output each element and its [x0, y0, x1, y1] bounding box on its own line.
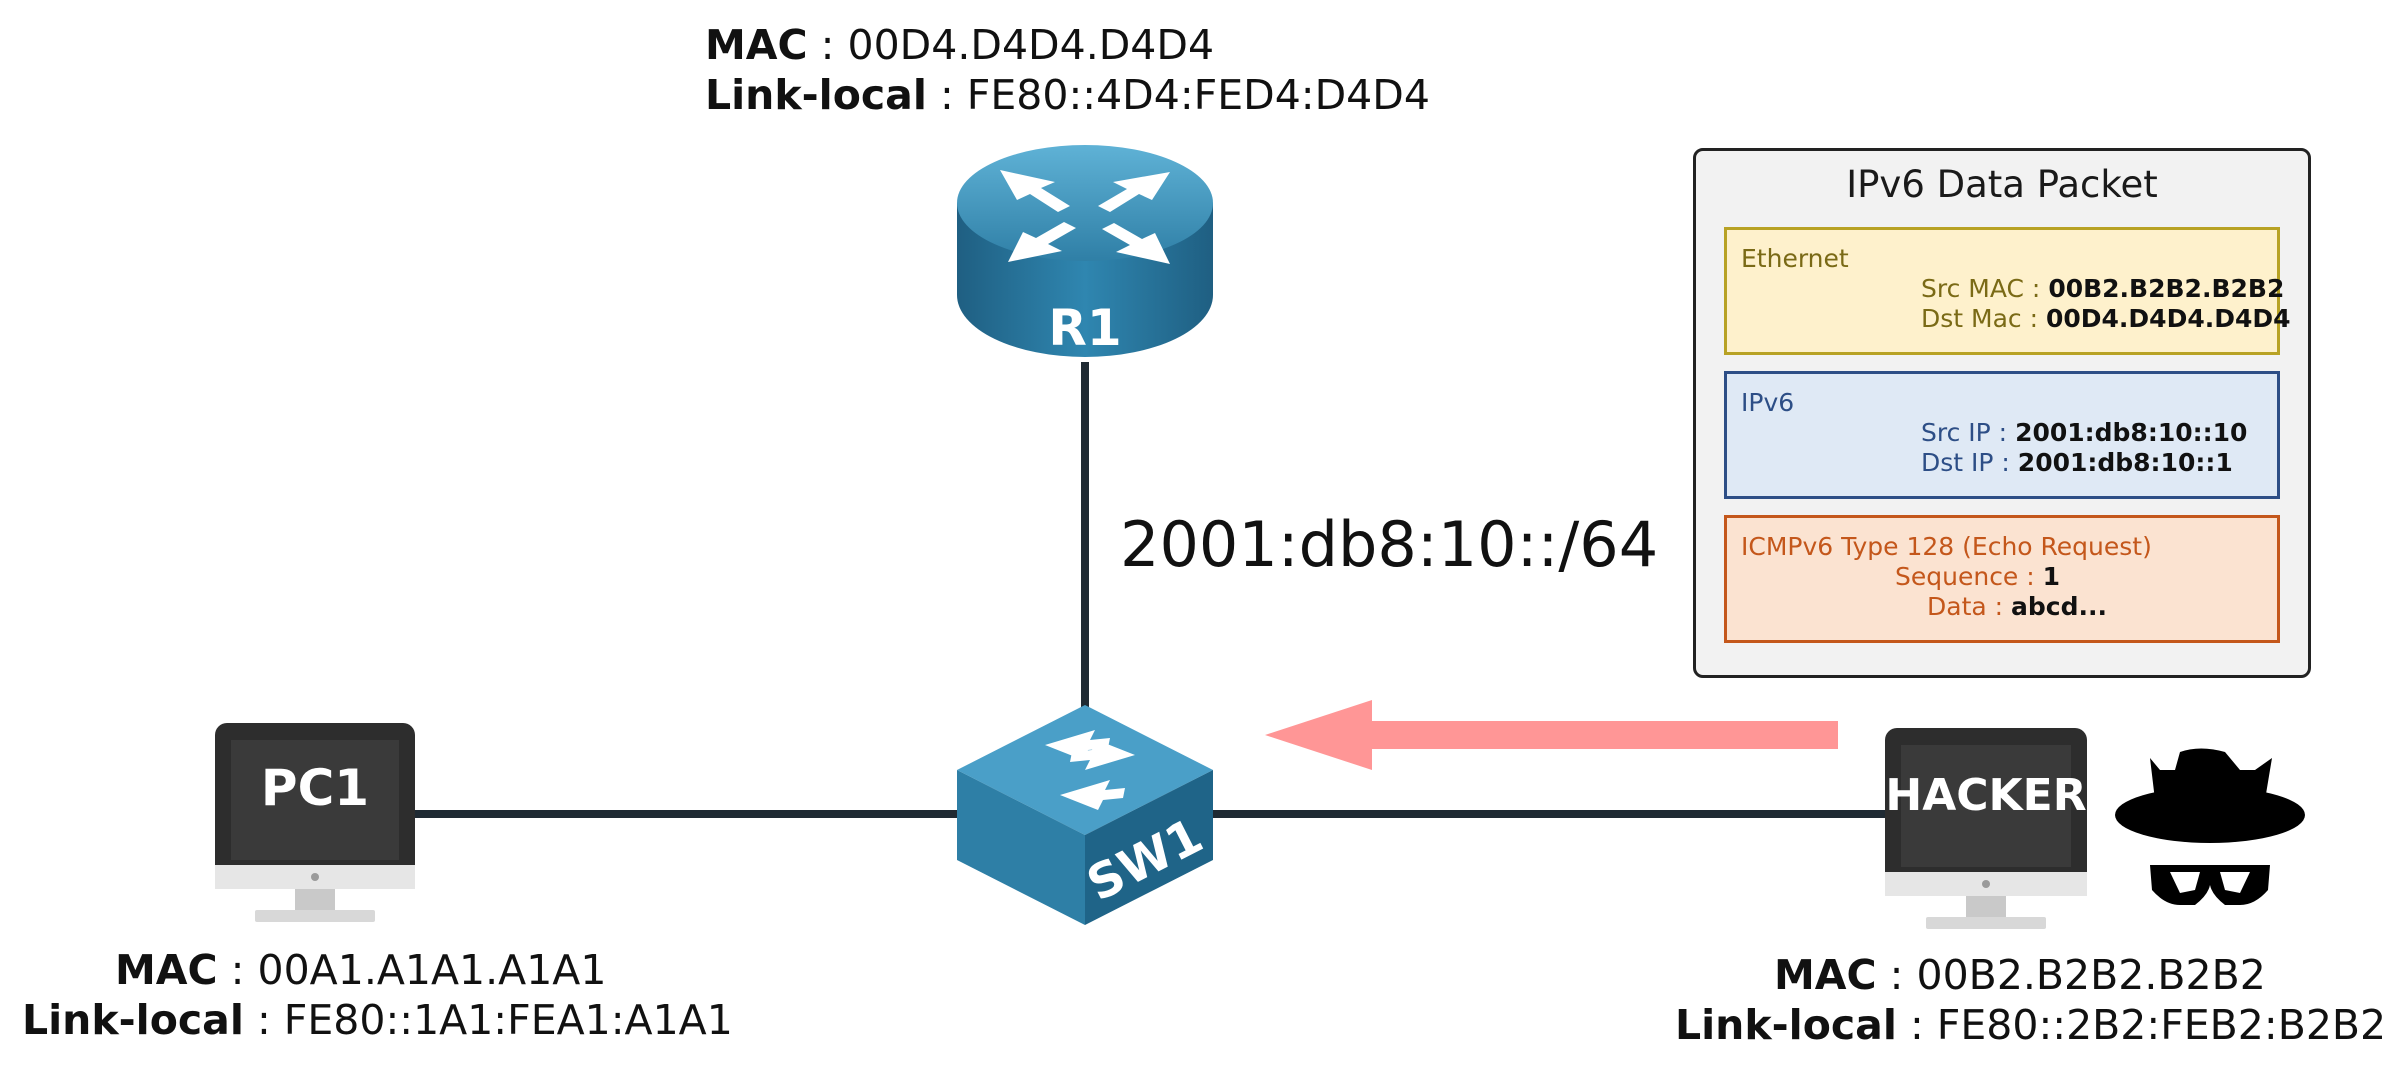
- ipv6-dst-key: Dst IP :: [1921, 448, 2010, 477]
- r1-ll-value: FE80::4D4:FED4:D4D4: [966, 71, 1430, 119]
- pc1-link-local-row: Link-local : FE80::1A1:FEA1:A1A1: [22, 996, 733, 1044]
- r1-link-local-row: Link-local : FE80::4D4:FED4:D4D4: [705, 71, 1430, 119]
- hacker-mac-value: 00B2.B2B2.B2B2: [1916, 951, 2266, 999]
- ethernet-dst-value: 00D4.D4D4.D4D4: [2045, 304, 2291, 333]
- packet-flow-arrow: [1265, 700, 1838, 770]
- switch-sw1-icon: SW1: [957, 705, 1213, 925]
- hacker-mac-key: MAC: [1774, 951, 1877, 999]
- ethernet-dst-row: Dst Mac : 00D4.D4D4.D4D4: [1921, 304, 2291, 333]
- icmpv6-seq-row: Sequence : 1: [1895, 562, 2060, 591]
- ipv6-dst-value: 2001:db8:10::1: [2017, 448, 2233, 477]
- r1-ll-key: Link-local: [705, 71, 927, 119]
- router-r1-icon: R1: [957, 145, 1213, 357]
- pc1-mac-key: MAC: [115, 946, 218, 994]
- ipv6-label: IPv6: [1741, 388, 1795, 417]
- pc1-address-block: MAC : 00A1.A1A1.A1A1 Link-local : FE80::…: [22, 945, 733, 1045]
- ethernet-dst-key: Dst Mac :: [1921, 304, 2039, 333]
- ipv6-src-key: Src IP :: [1921, 418, 2008, 447]
- spy-icon: [2115, 748, 2305, 905]
- ethernet-header: Ethernet Src MAC : 00B2.B2B2.B2B2 Dst Ma…: [1724, 227, 2291, 355]
- ethernet-label: Ethernet: [1741, 244, 1849, 273]
- hacker-monitor-icon: HACKER: [1885, 728, 2087, 929]
- router-r1-label: R1: [1048, 299, 1121, 357]
- pc1-ll-key: Link-local: [22, 996, 244, 1044]
- hacker-label: HACKER: [1885, 770, 2086, 821]
- pc1-mac-row: MAC : 00A1.A1A1.A1A1: [115, 946, 607, 994]
- links: [412, 362, 1890, 818]
- pc1-mac-value: 00A1.A1A1.A1A1: [257, 946, 607, 994]
- pc1-ll-value: FE80::1A1:FEA1:A1A1: [283, 996, 733, 1044]
- ipv6-header: IPv6 Src IP : 2001:db8:10::10 Dst IP : 2…: [1724, 371, 2280, 499]
- icmpv6-data-key: Data :: [1927, 592, 2004, 621]
- r1-mac-value: 00D4.D4D4.D4D4: [847, 21, 1215, 69]
- packet-title: IPv6 Data Packet: [1846, 163, 2158, 206]
- r1-mac-row: MAC : 00D4.D4D4.D4D4: [705, 21, 1215, 69]
- ethernet-src-row: Src MAC : 00B2.B2B2.B2B2: [1921, 274, 2284, 303]
- packet-box: IPv6 Data Packet Ethernet Src MAC : 00B2…: [1693, 148, 2311, 678]
- icmpv6-data-value: abcd...: [2011, 592, 2107, 621]
- icmpv6-header: ICMPv6 Type 128 (Echo Request) Sequence …: [1724, 515, 2280, 643]
- icmpv6-data-row: Data : abcd...: [1927, 592, 2107, 621]
- network-prefix-label: 2001:db8:10::/64: [1120, 508, 1659, 581]
- hacker-mac-row: MAC : 00B2.B2B2.B2B2: [1774, 951, 2266, 999]
- ipv6-src-value: 2001:db8:10::10: [2015, 418, 2248, 447]
- ipv6-dst-row: Dst IP : 2001:db8:10::1: [1921, 448, 2233, 477]
- pc1-monitor-icon: PC1: [215, 723, 415, 922]
- ethernet-src-value: 00B2.B2B2.B2B2: [2048, 274, 2285, 303]
- icmpv6-label: ICMPv6 Type 128 (Echo Request): [1741, 532, 2152, 561]
- hacker-link-local-row: Link-local : FE80::2B2:FEB2:B2B2: [1675, 1001, 2386, 1049]
- hacker-address-block: MAC : 00B2.B2B2.B2B2 Link-local : FE80::…: [1675, 950, 2386, 1050]
- hacker-ll-value: FE80::2B2:FEB2:B2B2: [1936, 1001, 2386, 1049]
- icmpv6-seq-value: 1: [2042, 562, 2061, 591]
- icmpv6-seq-key: Sequence :: [1895, 562, 2035, 591]
- r1-mac-key: MAC: [705, 21, 808, 69]
- hacker-ll-key: Link-local: [1675, 1001, 1897, 1049]
- ethernet-src-key: Src MAC :: [1921, 274, 2041, 303]
- pc1-label: PC1: [261, 759, 369, 817]
- ipv6-src-row: Src IP : 2001:db8:10::10: [1921, 418, 2247, 447]
- r1-address-block: MAC : 00D4.D4D4.D4D4 Link-local : FE80::…: [705, 20, 1430, 120]
